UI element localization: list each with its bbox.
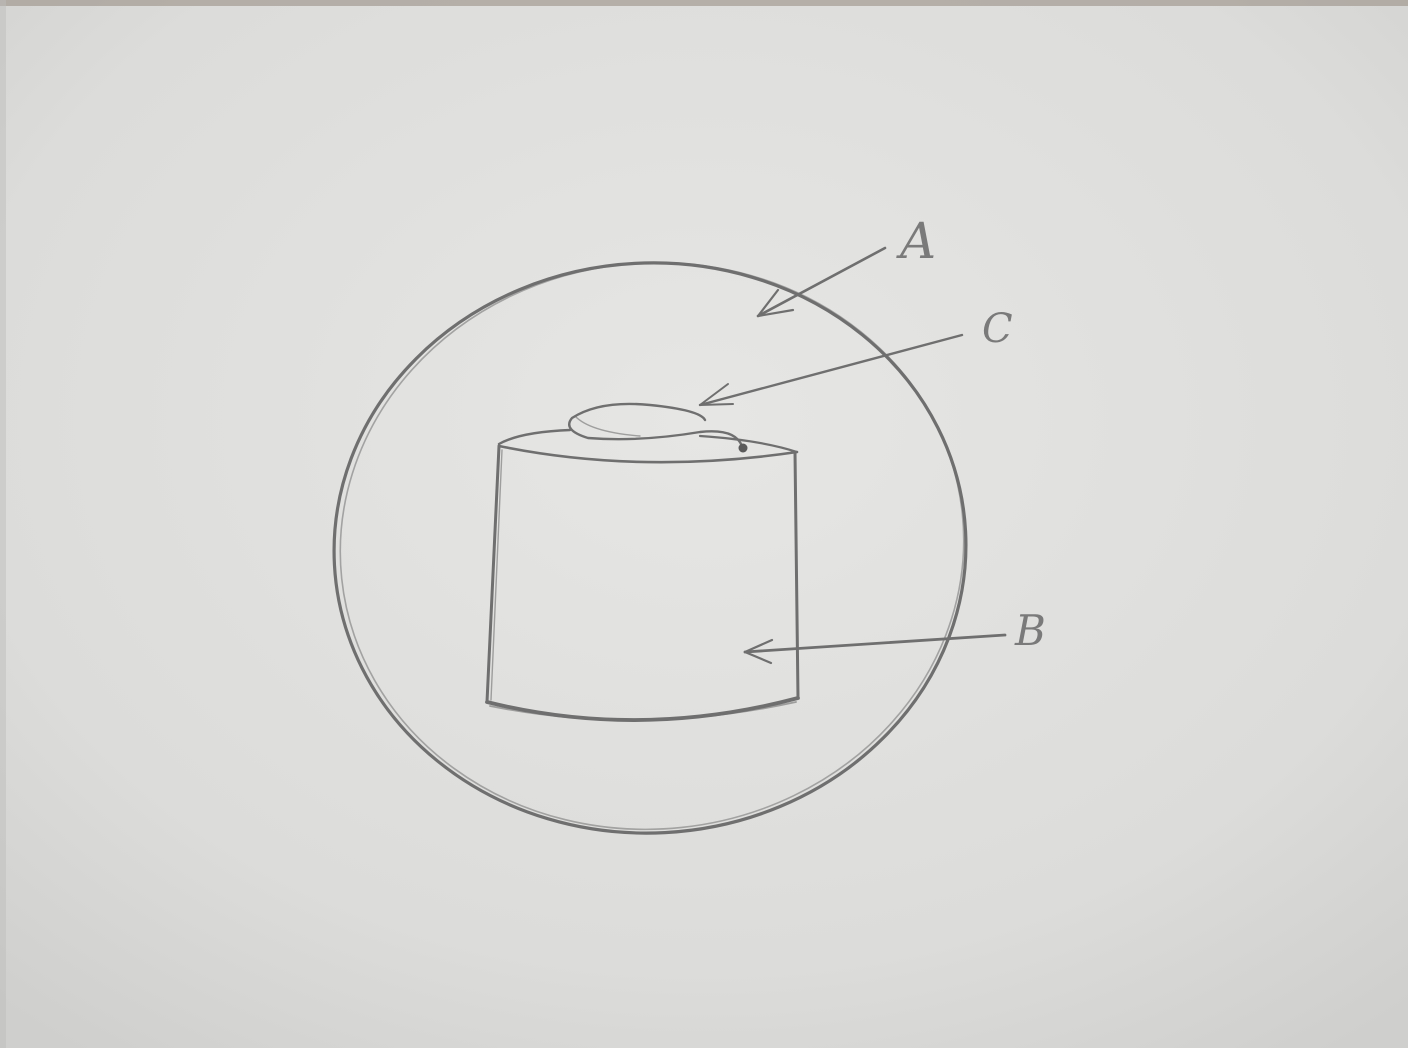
paper-edge: [0, 0, 1408, 6]
paper-left-edge: [0, 0, 6, 1048]
loop-knot: [739, 444, 748, 453]
label-a: A: [896, 212, 936, 270]
label-c: C: [982, 306, 1013, 352]
label-b: B: [1014, 606, 1046, 655]
